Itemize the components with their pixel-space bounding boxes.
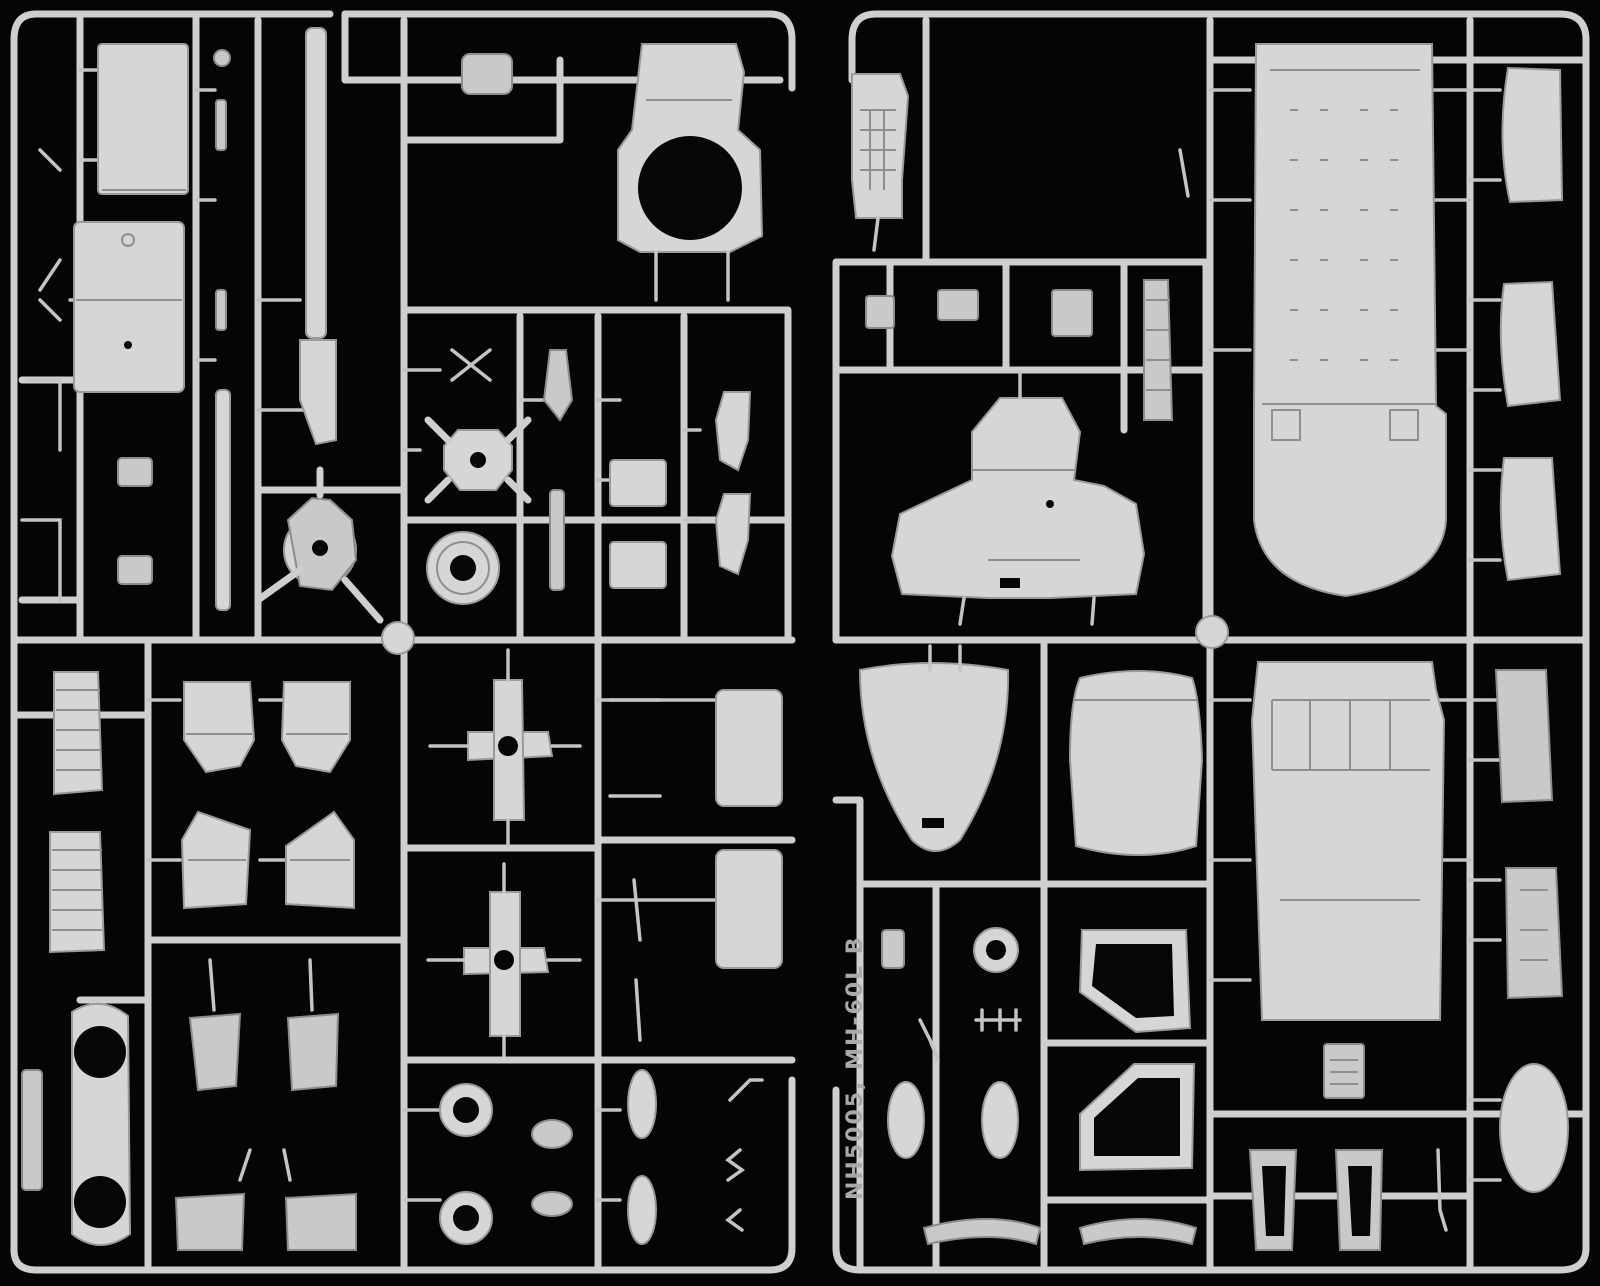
cabin-door-lower-part <box>715 849 783 969</box>
main-rotor-shaft-part <box>305 27 327 339</box>
instrument-panel-part <box>851 73 910 219</box>
nose-bulkhead-part <box>890 397 1146 599</box>
sprue-a-frame <box>10 10 796 1274</box>
cabin-floor-part <box>1253 43 1447 598</box>
fuel-tank-box-part <box>73 221 185 393</box>
rotor-head-lower-part <box>426 862 582 1058</box>
seat-frame-part <box>188 1012 242 1092</box>
rotor-hub-part <box>424 416 532 504</box>
cabin-door-upper-part <box>715 689 783 807</box>
intake-left-part <box>183 681 256 774</box>
fuel-tank-half-part <box>97 43 189 195</box>
sprue-b-frame <box>832 10 1590 1274</box>
nose-cone-part <box>858 662 1010 852</box>
intake-right-part <box>280 681 351 774</box>
console-side-part <box>1504 867 1564 1000</box>
cabin-roof-part <box>1068 670 1204 856</box>
sprue-b-molded-label: NH5005, MH-60L B <box>843 935 868 1200</box>
housing-opening <box>638 136 742 240</box>
engine-core-part <box>254 466 384 624</box>
rotor-head-upper-part <box>428 648 582 848</box>
sprue-b: NH5005, MH-60L B <box>832 10 1590 1274</box>
cowl-panel-part <box>53 671 104 796</box>
lower-floor-part <box>1250 661 1446 1021</box>
sprue-a <box>10 10 796 1274</box>
